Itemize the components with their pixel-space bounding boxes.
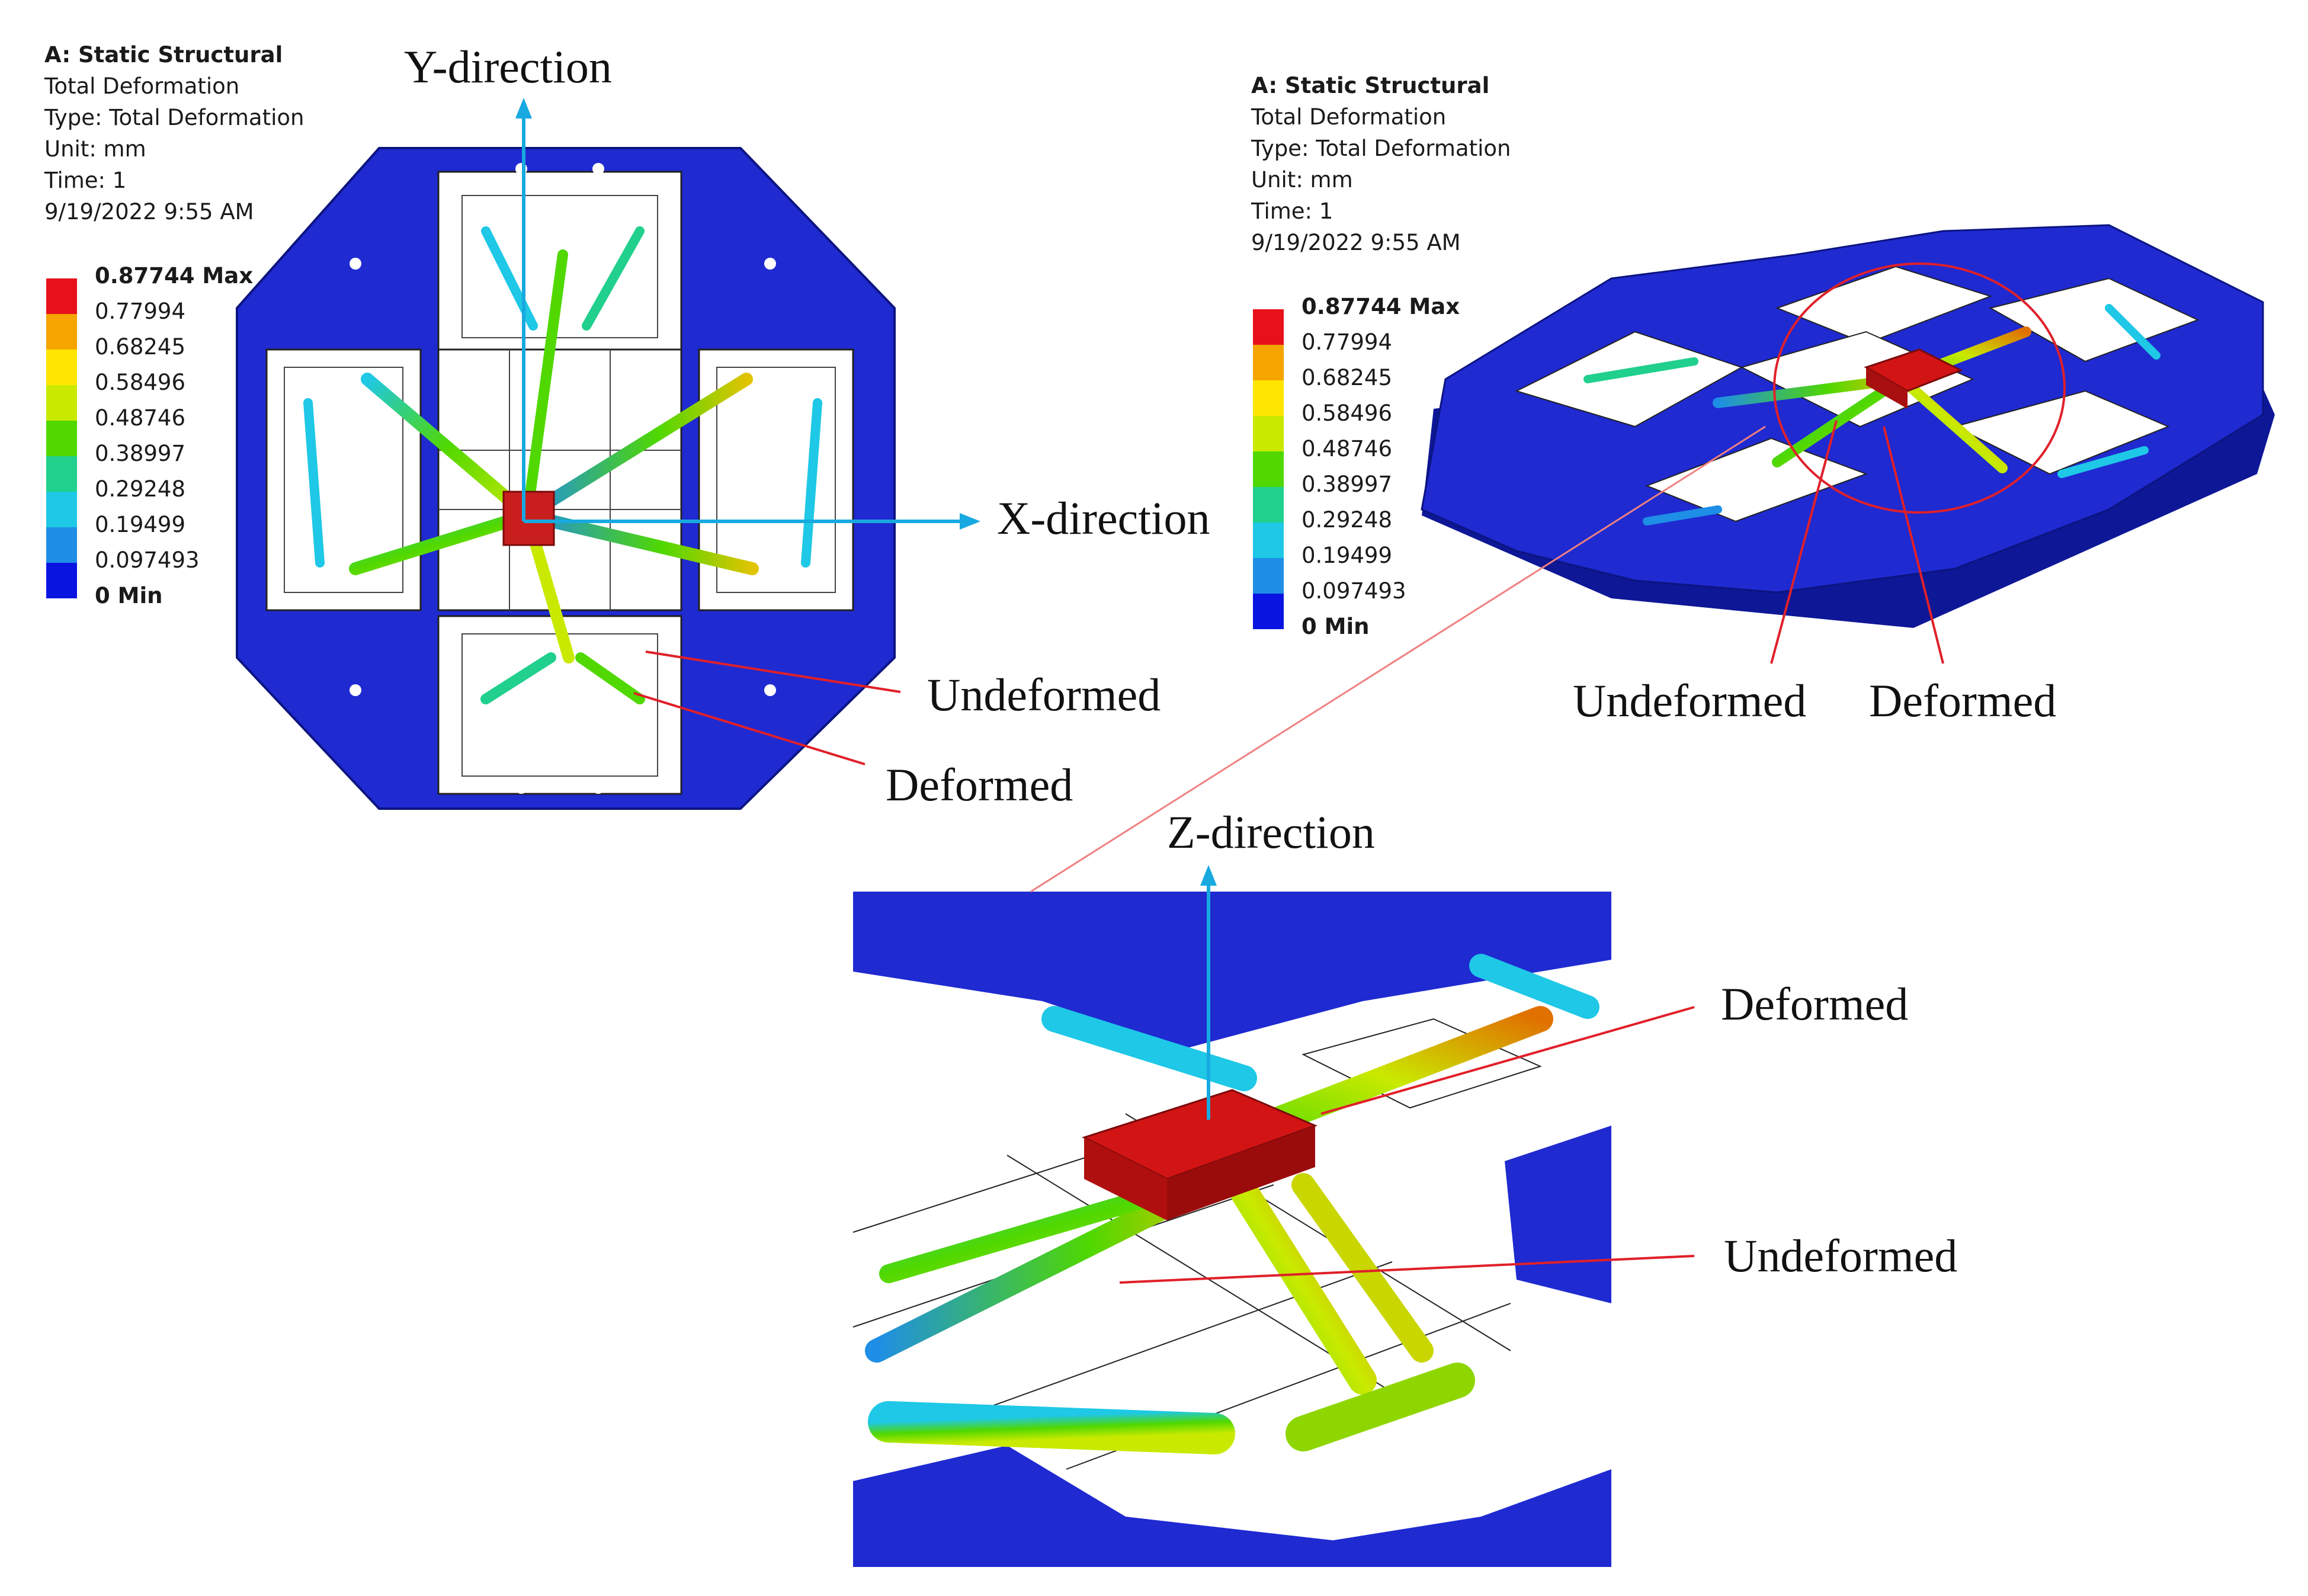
legend-min-label: 0 Min	[95, 583, 163, 608]
zoom-frame-top	[853, 892, 1611, 1049]
legend-swatch	[46, 563, 77, 598]
top-view-cavity-left	[265, 348, 422, 611]
left-info-line: Time: 1	[44, 168, 127, 193]
legend-swatch	[46, 278, 77, 314]
legend-swatch	[1253, 558, 1284, 594]
top-view-proof-mass	[502, 491, 555, 546]
legend-value: 0.68245	[1302, 365, 1393, 390]
iso-view-cavities	[1515, 265, 2200, 523]
legend-value: 0.38997	[1302, 472, 1393, 497]
zoom-frame-bottom	[853, 1446, 1611, 1567]
legend-value: 0.77994	[1302, 329, 1393, 355]
legend-value: 0.48746	[95, 405, 186, 431]
right-info-line: Type: Total Deformation	[1251, 136, 1511, 161]
legend-swatch	[46, 350, 77, 385]
zoom-deformed-label: Deformed	[1721, 978, 1909, 1030]
legend-value: 0.19499	[95, 512, 186, 537]
legend-swatch	[1253, 380, 1284, 416]
z-axis	[1200, 865, 1217, 1120]
legend-swatch	[46, 314, 77, 350]
callout-leaders	[633, 420, 1944, 1284]
legend-value: 0.19499	[1302, 543, 1393, 568]
legend-value: 0.29248	[1302, 507, 1393, 533]
legend-swatch	[1253, 451, 1284, 487]
right-info-title: A: Static Structural	[1251, 73, 1490, 98]
legend-swatch	[46, 421, 77, 456]
legend-value: 0.097493	[95, 547, 200, 573]
legend-swatch	[1253, 523, 1284, 558]
legend-value: 0.38997	[95, 441, 186, 466]
legend-swatch	[1253, 416, 1284, 451]
legend-swatch	[1253, 487, 1284, 523]
iso-view-undeformed-label: Undeformed	[1573, 675, 1807, 726]
top-view-cavity-center	[437, 348, 682, 611]
x-direction-label: X-direction	[997, 492, 1210, 544]
left-info-line: Unit: mm	[44, 136, 146, 162]
legend-value: 0.68245	[95, 334, 186, 360]
legend-max-label: 0.87744 Max	[95, 263, 254, 289]
zoom-undeformed-label: Undeformed	[1724, 1230, 1958, 1281]
zoom-detail	[852, 892, 1611, 1567]
left-info-title: A: Static Structural	[44, 42, 283, 68]
legend-value: 0.29248	[95, 476, 186, 502]
left-info-block: A: Static Structural Total Deformation T…	[44, 39, 304, 227]
iso-view-proof-mass-side	[1866, 367, 1908, 409]
left-info-line: Type: Total Deformation	[44, 105, 304, 130]
legend-swatch	[1253, 594, 1284, 629]
legend-swatch	[46, 527, 77, 563]
legend-value: 0.58496	[95, 370, 186, 395]
legend-swatch	[1253, 309, 1284, 345]
legend-swatch	[46, 456, 77, 492]
y-direction-label: Y-direction	[404, 41, 612, 92]
iso-view-highlight-circle	[1773, 262, 2066, 514]
legend-value: 0.77994	[95, 299, 186, 324]
zoom-connector-line	[1030, 425, 1766, 893]
legend-value: 0.097493	[1302, 578, 1406, 604]
legend-value: 0.48746	[1302, 436, 1393, 462]
legend-min-label: 0 Min	[1302, 614, 1370, 639]
xy-axes	[515, 98, 980, 530]
zoom-frame-right	[1505, 1126, 1611, 1303]
iso-view-proof-mass	[1864, 348, 1963, 392]
left-info-line: 9/19/2022 9:55 AM	[44, 199, 254, 225]
zoom-proof-mass-front	[1167, 1126, 1315, 1220]
iso-view-deformed-label: Deformed	[1869, 675, 2057, 726]
top-view-model	[236, 147, 896, 810]
top-view-beams	[303, 226, 822, 704]
z-direction-label: Z-direction	[1167, 806, 1375, 858]
zoom-proof-mass-side	[1084, 1137, 1167, 1220]
right-info-line: 9/19/2022 9:55 AM	[1251, 230, 1461, 255]
legend-swatch	[46, 385, 77, 421]
legend-value: 0.58496	[1302, 400, 1393, 426]
right-info-line: Total Deformation	[1251, 104, 1447, 130]
top-view-undeformed-label: Undeformed	[927, 669, 1161, 720]
right-info-block: A: Static Structural Total Deformation T…	[1251, 70, 1511, 258]
iso-view-model	[1421, 224, 2275, 628]
legend-swatch	[46, 492, 77, 527]
right-info-line: Time: 1	[1251, 198, 1333, 224]
legend-swatch	[1253, 345, 1284, 380]
right-info-line: Unit: mm	[1251, 167, 1353, 193]
legend-max-label: 0.87744 Max	[1302, 294, 1460, 319]
left-info-line: Total Deformation	[44, 73, 240, 99]
top-view-deformed-label: Deformed	[886, 759, 1073, 810]
